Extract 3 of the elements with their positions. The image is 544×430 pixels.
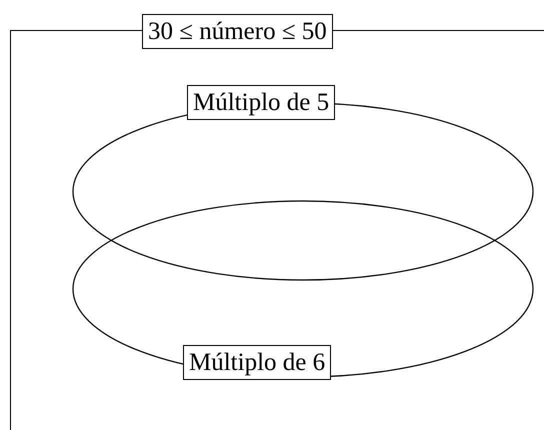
set-label: Múltiplo de 6 <box>183 345 332 380</box>
set-label: 30 ≤ número ≤ 50 <box>142 14 333 49</box>
set-label: Múltiplo de 5 <box>187 85 336 120</box>
